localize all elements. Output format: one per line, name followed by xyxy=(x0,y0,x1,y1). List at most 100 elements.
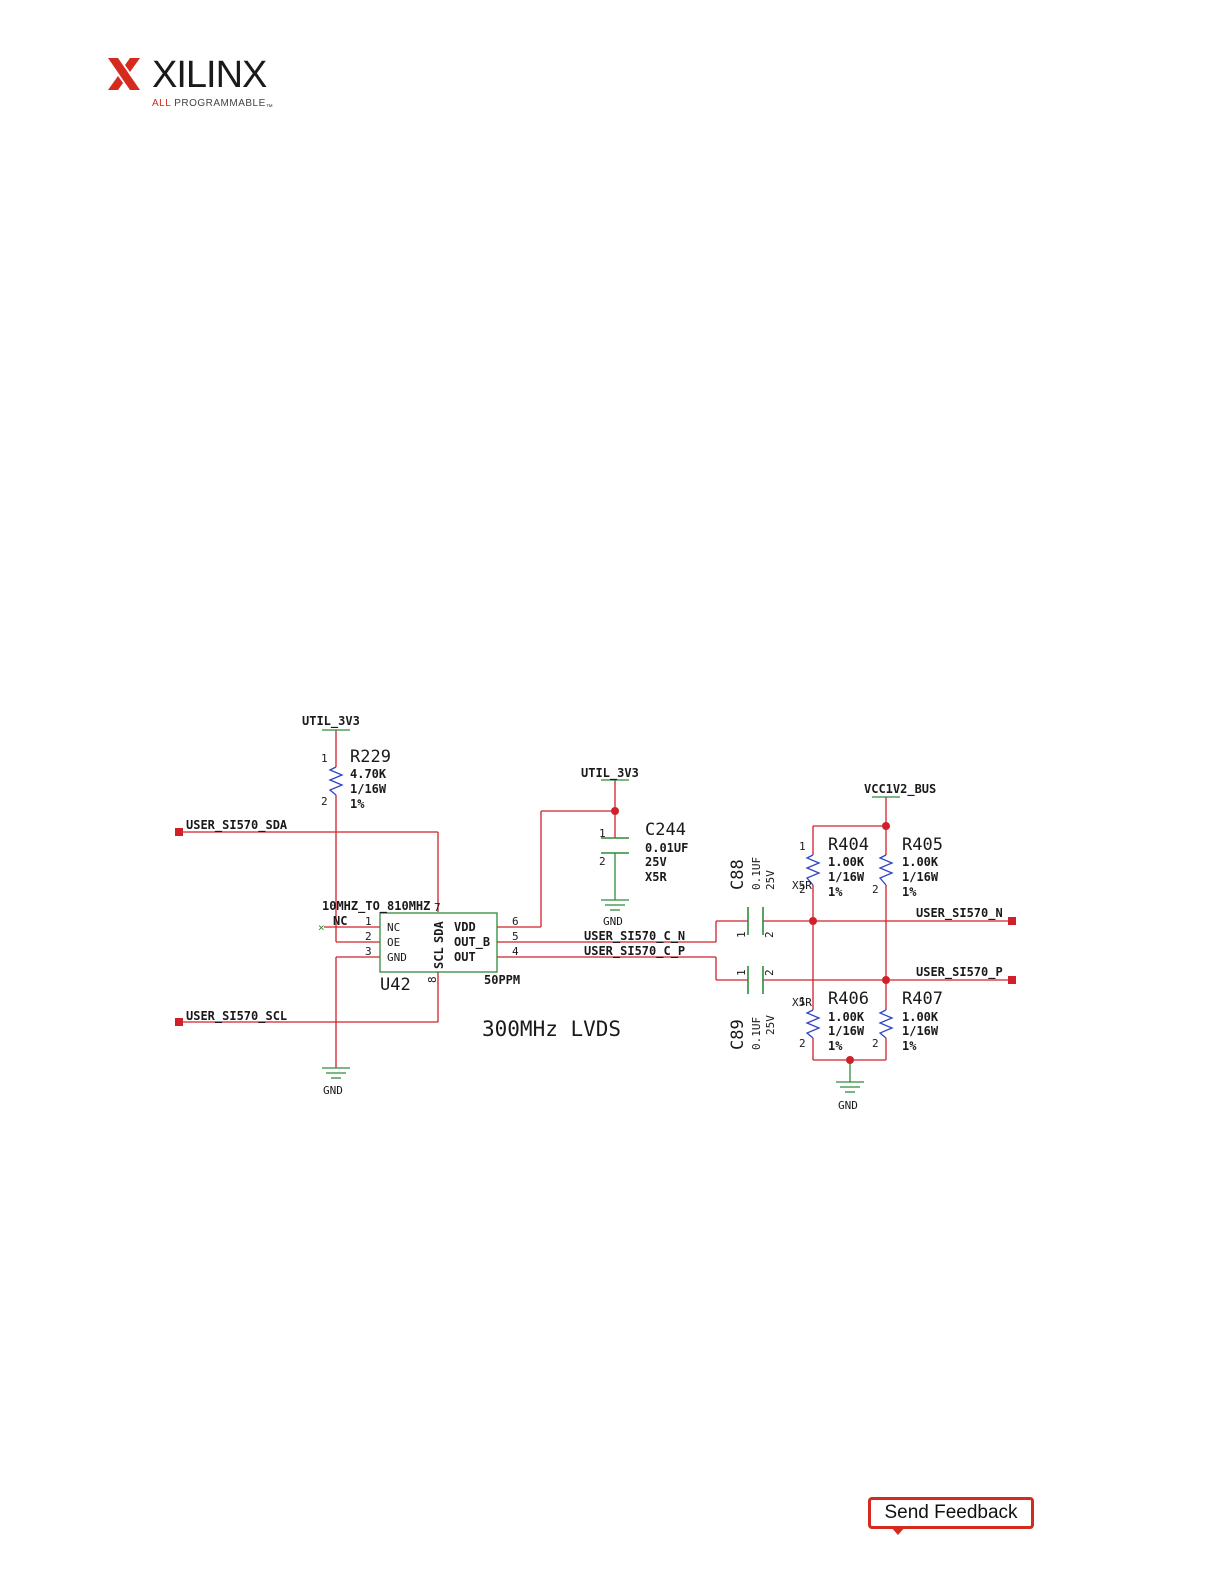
net-gnd-mid: GND xyxy=(603,915,623,928)
r404-pin1: 1 xyxy=(799,840,806,853)
r407-tol: 1% xyxy=(902,1039,917,1053)
u42-pin1-num: 1 xyxy=(365,915,372,928)
u42-pin4-num: 4 xyxy=(512,945,519,958)
xilinx-logo: XILINX ALL PROGRAMMABLE™ xyxy=(106,54,286,114)
scl-connector xyxy=(175,1018,183,1026)
c88-value: 0.1UF xyxy=(750,857,763,890)
u42-pin7-num: 7 xyxy=(434,901,441,914)
r404-power: 1/16W xyxy=(828,870,865,884)
r405-pin2: 2 xyxy=(872,883,879,896)
xilinx-logo-icon xyxy=(108,58,140,90)
r229-value: 4.70K xyxy=(350,767,387,781)
c89-dielectric: X5R xyxy=(792,996,812,1009)
r229-tol: 1% xyxy=(350,797,365,811)
r405-ref: R405 xyxy=(902,835,943,855)
tagline-tm: ™ xyxy=(265,104,274,111)
u42-pin5-num: 5 xyxy=(512,930,519,943)
r406-value: 1.00K xyxy=(828,1010,865,1024)
r404-tol: 1% xyxy=(828,885,843,899)
r406-ref: R406 xyxy=(828,989,869,1009)
net-vcc1v2-bus: VCC1V2_BUS xyxy=(864,782,936,797)
r406-zigzag xyxy=(805,1009,821,1039)
c244-pin2: 2 xyxy=(599,855,606,868)
r404-pin2: 2 xyxy=(799,883,806,896)
send-feedback-button[interactable]: Send Feedback xyxy=(868,1497,1034,1529)
net-out-n: USER_SI570_N xyxy=(916,906,1003,921)
r407-zigzag xyxy=(878,1009,894,1039)
u42-pin6-name: VDD xyxy=(454,920,476,934)
c88-dielectric: X5R xyxy=(792,879,812,892)
r404-ref: R404 xyxy=(828,835,869,855)
u42-sda-pin-label: SDA xyxy=(432,921,446,943)
resistor-zigzags xyxy=(328,766,894,1039)
u42-desc: 10MHZ_TO_810MHZ xyxy=(322,899,430,914)
r406-tol: 1% xyxy=(828,1039,843,1053)
r407-ref: R407 xyxy=(902,989,943,1009)
tagline-rest: PROGRAMMABLE xyxy=(170,98,266,109)
r404-zigzag xyxy=(805,854,821,886)
c244-ref: C244 xyxy=(645,820,686,840)
c88-pin1: 1 xyxy=(735,931,748,938)
capacitor-plates xyxy=(601,837,764,994)
u42-pin3-name: GND xyxy=(387,951,407,964)
r404-value: 1.00K xyxy=(828,855,865,869)
r407-pin2: 2 xyxy=(872,1037,879,1050)
net-out-p: USER_SI570_P xyxy=(916,965,1003,980)
c88-ref: C88 xyxy=(728,859,748,890)
r406-power: 1/16W xyxy=(828,1024,865,1038)
u42-pin2-num: 2 xyxy=(365,930,372,943)
u42-pin3-num: 3 xyxy=(365,945,372,958)
wires xyxy=(180,730,1012,1068)
out-p-connector xyxy=(1008,976,1016,984)
brand-tagline: ALL PROGRAMMABLE™ xyxy=(152,98,273,111)
sda-connector xyxy=(175,828,183,836)
out-n-connector xyxy=(1008,917,1016,925)
junction-dots xyxy=(611,807,890,1064)
net-util-3v3-left: UTIL_3V3 xyxy=(302,714,360,729)
net-gnd-left: GND xyxy=(323,1084,343,1097)
c244-voltage: 25V xyxy=(645,855,667,869)
c88-pin2: 2 xyxy=(763,931,776,938)
diagram-title: 300MHz LVDS xyxy=(482,1017,621,1041)
r405-tol: 1% xyxy=(902,885,917,899)
r407-value: 1.00K xyxy=(902,1010,939,1024)
r229-power: 1/16W xyxy=(350,782,387,796)
net-c-n: USER_SI570_C_N xyxy=(584,929,685,944)
r407-power: 1/16W xyxy=(902,1024,939,1038)
u42-pin1-name: NC xyxy=(387,921,400,934)
brand-name: XILINX xyxy=(152,54,267,96)
r229-zigzag xyxy=(328,766,344,796)
u42-pin8-num: 8 xyxy=(426,976,439,983)
r405-value: 1.00K xyxy=(902,855,939,869)
u42-ref: U42 xyxy=(380,975,411,995)
c89-pin2: 2 xyxy=(763,969,776,976)
r405-zigzag xyxy=(878,854,894,886)
r229-ref: R229 xyxy=(350,747,391,767)
r405-power: 1/16W xyxy=(902,870,939,884)
c89-ref: C89 xyxy=(728,1019,748,1050)
u42-pin4-name: OUT xyxy=(454,950,476,964)
net-gnd-right: GND xyxy=(838,1099,858,1112)
net-util-3v3-mid: UTIL_3V3 xyxy=(581,766,639,781)
offpage-connectors xyxy=(175,828,1016,1026)
tagline-prefix: ALL xyxy=(152,98,171,109)
c88-voltage: 25V xyxy=(764,870,777,890)
u42-nc-net: NC xyxy=(333,914,347,928)
u42-scl-pin-label: SCL xyxy=(432,947,446,969)
c89-value: 0.1UF xyxy=(750,1017,763,1050)
net-c-p: USER_SI570_C_P xyxy=(584,944,685,959)
c244-value: 0.01UF xyxy=(645,841,688,855)
net-sda: USER_SI570_SDA xyxy=(186,818,288,833)
u42-pin5-name: OUT_B xyxy=(454,935,490,950)
r229-pin2: 2 xyxy=(321,795,328,808)
u42-spec: 50PPM xyxy=(484,973,520,987)
c89-voltage: 25V xyxy=(764,1015,777,1035)
net-scl: USER_SI570_SCL xyxy=(186,1009,287,1024)
r406-pin2: 2 xyxy=(799,1037,806,1050)
c89-pin1: 1 xyxy=(735,969,748,976)
c244-pin1: 1 xyxy=(599,827,606,840)
u42-pin6-num: 6 xyxy=(512,915,519,928)
r229-pin1: 1 xyxy=(321,752,328,765)
u42-pin2-name: OE xyxy=(387,936,400,949)
